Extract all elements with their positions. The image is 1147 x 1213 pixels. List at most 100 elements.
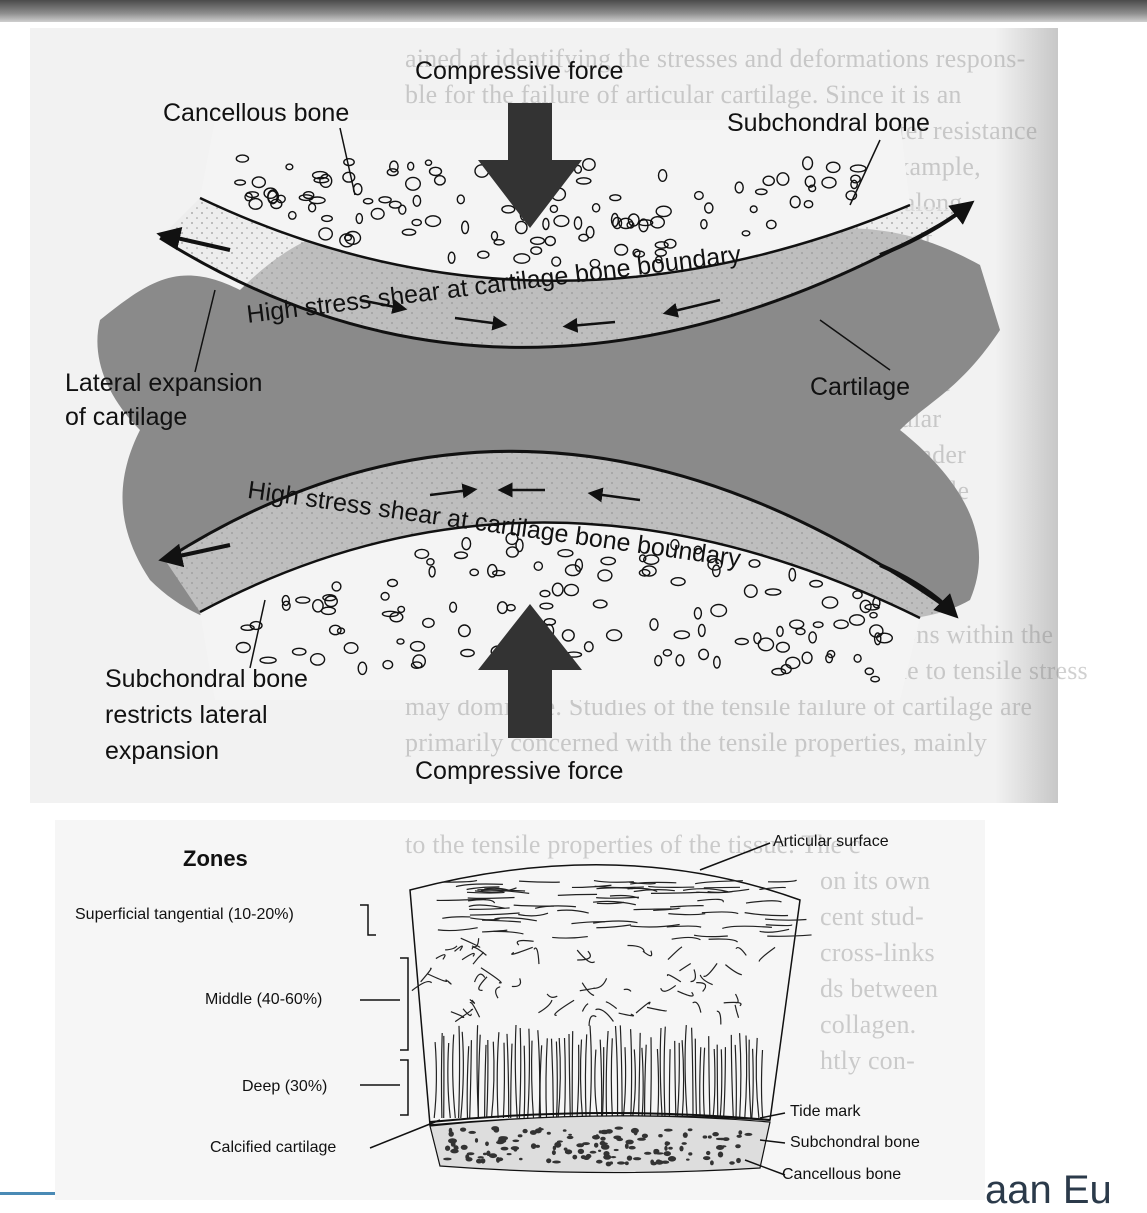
pebble	[567, 1136, 574, 1139]
pebble	[538, 1127, 542, 1132]
pebble	[658, 1134, 663, 1137]
pebble	[710, 1160, 714, 1165]
pebble	[590, 1151, 597, 1154]
pebble	[496, 1141, 504, 1144]
accent-line	[0, 1192, 55, 1195]
pebble	[721, 1145, 727, 1147]
tide-mark-label: Tide mark	[790, 1102, 861, 1122]
pebble	[642, 1134, 648, 1139]
pebble	[631, 1128, 639, 1134]
pebble	[523, 1129, 528, 1133]
pebble	[718, 1152, 723, 1158]
pebble	[600, 1137, 605, 1141]
leader-calcified	[370, 1120, 440, 1148]
pebble	[603, 1155, 611, 1160]
bracket-deep	[400, 1060, 408, 1115]
pebble	[737, 1135, 742, 1138]
pebble	[582, 1142, 590, 1145]
pebble	[736, 1158, 741, 1163]
pebble	[614, 1149, 619, 1151]
pebble	[489, 1153, 497, 1158]
pebble	[557, 1140, 563, 1142]
pebble	[445, 1146, 450, 1151]
pebble	[606, 1129, 613, 1134]
compressive-force-top-label: Compressive force	[415, 56, 623, 87]
bracket-middle	[400, 958, 408, 1050]
pebble	[485, 1142, 489, 1147]
pebble	[491, 1126, 499, 1131]
zones-title: Zones	[183, 845, 248, 873]
cancellous-bone-zone-label: Cancellous bone	[782, 1165, 901, 1185]
lateral-expansion-label-2: of cartilage	[65, 402, 187, 433]
pebble	[637, 1138, 646, 1141]
pebble	[629, 1146, 636, 1150]
pebble	[596, 1160, 603, 1164]
partial-caption-text: aan Eu	[985, 1168, 1112, 1213]
pebble	[615, 1127, 624, 1130]
pebble	[706, 1151, 710, 1155]
pebble	[518, 1134, 523, 1137]
compressive-force-bottom-label: Compressive force	[415, 756, 623, 787]
pebble	[578, 1149, 584, 1154]
pebble	[572, 1155, 577, 1160]
cancellous-bone-label: Cancellous bone	[163, 98, 349, 129]
pebble	[738, 1130, 742, 1135]
pebble	[682, 1142, 687, 1145]
leader-articular-surface	[700, 843, 770, 870]
pebble	[644, 1152, 651, 1155]
pebble	[683, 1132, 688, 1138]
pebble	[664, 1151, 671, 1156]
pebble	[468, 1131, 476, 1134]
lateral-expansion-label-1: Lateral expansion	[65, 368, 262, 399]
pebble	[512, 1140, 519, 1143]
pebble	[703, 1135, 708, 1138]
bracket-superficial	[360, 905, 376, 935]
pebble	[708, 1135, 712, 1138]
pebble	[599, 1130, 602, 1133]
pebble	[665, 1141, 670, 1146]
pebble	[664, 1129, 673, 1132]
subchondral-bone-label: Subchondral bone	[727, 108, 930, 139]
pebble	[563, 1129, 567, 1132]
pebble	[501, 1147, 509, 1151]
deep-zone-label: Deep (30%)	[242, 1077, 327, 1097]
fiber	[704, 887, 740, 888]
pebble	[600, 1141, 606, 1146]
pebble	[712, 1132, 719, 1136]
pebble	[735, 1144, 741, 1148]
pebble	[668, 1147, 673, 1150]
pebble	[729, 1161, 735, 1164]
calcified-cartilage-label: Calcified cartilage	[210, 1138, 336, 1158]
pebble	[443, 1158, 452, 1161]
pebble	[611, 1156, 617, 1158]
pebble	[511, 1146, 519, 1150]
pebble	[507, 1153, 512, 1155]
pebble	[461, 1145, 468, 1150]
pebble	[530, 1130, 537, 1135]
cartilage-label: Cartilage	[810, 372, 910, 403]
pebble	[552, 1150, 556, 1155]
pebble	[617, 1161, 625, 1164]
pebble	[565, 1149, 572, 1154]
pebble	[483, 1153, 487, 1156]
fiber	[669, 1049, 670, 1118]
fiber	[524, 1046, 525, 1118]
pebble	[668, 1156, 676, 1162]
pebble	[625, 1143, 629, 1149]
pebble	[688, 1152, 692, 1155]
pebble	[531, 1143, 536, 1149]
pebble	[547, 1132, 551, 1135]
articular-surface-label: Articular surface	[773, 832, 889, 852]
middle-zone-label: Middle (40-60%)	[205, 990, 322, 1010]
superficial-zone-label: Superficial tangential (10-20%)	[75, 905, 294, 925]
pebble	[592, 1135, 600, 1140]
pebble	[465, 1154, 469, 1160]
pebble	[686, 1159, 690, 1161]
pebble	[679, 1146, 683, 1152]
pebble	[627, 1156, 632, 1161]
pebble	[718, 1138, 725, 1141]
pebble	[450, 1149, 458, 1154]
pebble	[552, 1161, 561, 1164]
fiber	[572, 1031, 573, 1118]
